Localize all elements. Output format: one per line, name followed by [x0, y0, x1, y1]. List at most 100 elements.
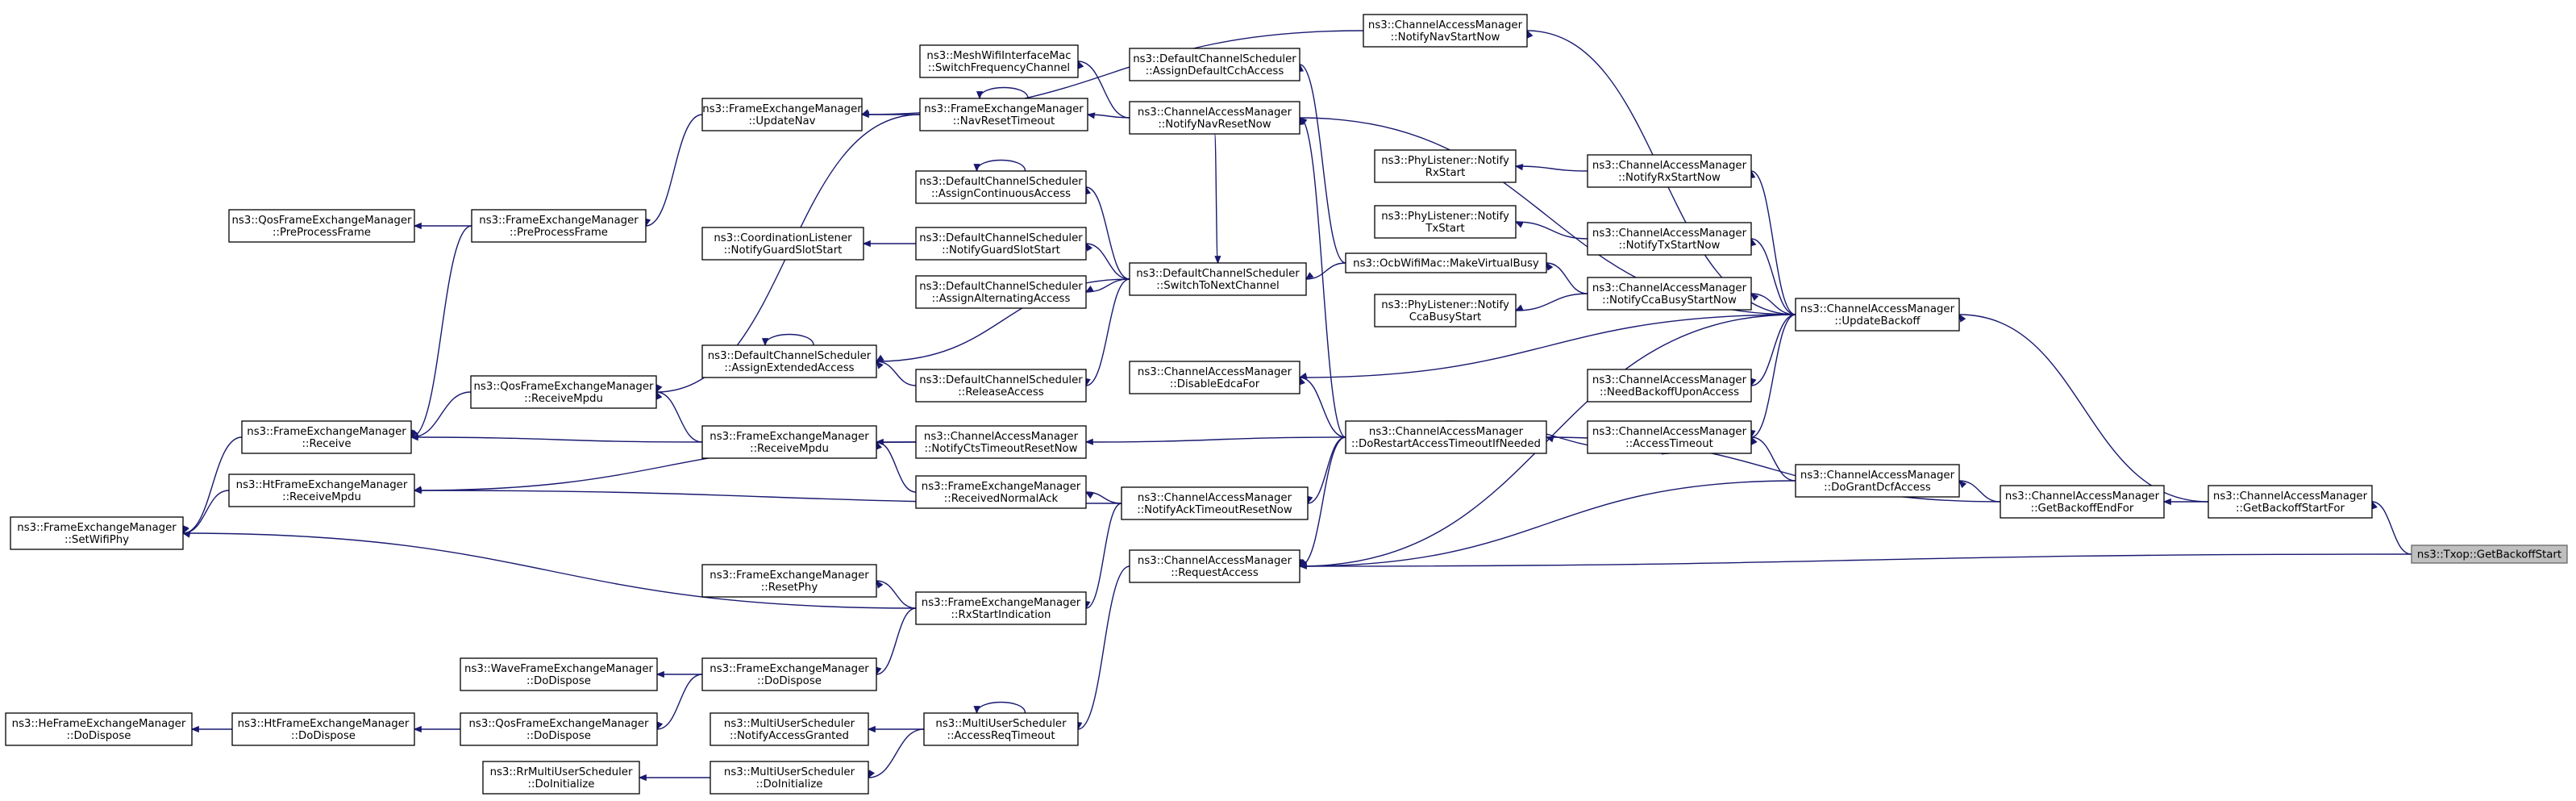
node-label-line: ns3::ChannelAccessManager	[924, 431, 1079, 443]
function-node-fem-receivempdu[interactable]: ns3::FrameExchangeManager::ReceiveMpdu	[701, 425, 877, 459]
call-edge	[182, 436, 243, 534]
function-node-dcs-switchtonext[interactable]: ns3::DefaultChannelScheduler::SwitchToNe…	[1129, 262, 1307, 296]
node-box	[471, 209, 647, 243]
function-node-fem-resetphy[interactable]: ns3::FrameExchangeManager::ResetPhy	[701, 564, 877, 598]
function-node-dcs-assignextended[interactable]: ns3::DefaultChannelScheduler::AssignExte…	[701, 344, 877, 378]
function-node-mus-notifyaccessgranted[interactable]: ns3::MultiUserScheduler::NotifyAccessGra…	[710, 712, 869, 746]
function-node-cam-notifyctstimeout[interactable]: ns3::ChannelAccessManager::NotifyCtsTime…	[915, 425, 1087, 459]
function-node-cam-notifyacktimeout[interactable]: ns3::ChannelAccessManager::NotifyAckTime…	[1121, 486, 1309, 520]
function-node-txop-getbackoffstart[interactable]: ns3::Txop::GetBackoffStart	[2411, 544, 2568, 564]
function-node-htfem-dodispose[interactable]: ns3::HtFrameExchangeManager::DoDispose	[231, 712, 415, 746]
node-box	[1345, 252, 1547, 273]
function-node-fem-setwifiphy[interactable]: ns3::FrameExchangeManager::SetWifiPhy	[10, 516, 184, 550]
function-node-phyl-notifyccabusy[interactable]: ns3::PhyListener::NotifyCcaBusyStart	[1374, 294, 1517, 327]
node-label-line: ::NotifyCtsTimeoutResetNow	[924, 443, 1077, 455]
node-box	[710, 712, 869, 746]
function-node-wavefem-dodispose[interactable]: ns3::WaveFrameExchangeManager::DoDispose	[460, 657, 658, 691]
node-label-line: ::NotifyTxStartNow	[1619, 240, 1721, 252]
node-box	[2411, 544, 2568, 564]
node-box	[231, 712, 415, 746]
function-node-coordl-notifyguard[interactable]: ns3::CoordinationListener::NotifyGuardSl…	[701, 227, 864, 261]
node-label-line: ::NotifyAccessGranted	[730, 730, 849, 742]
node-box	[1129, 361, 1300, 394]
function-node-fem-updatenav[interactable]: ns3::FrameExchangeManager::UpdateNav	[701, 98, 863, 131]
function-node-ocb-makevirtualbusy[interactable]: ns3::OcbWifiMac::MakeVirtualBusy	[1345, 252, 1547, 273]
function-node-qosfem-dodispose[interactable]: ns3::QosFrameExchangeManager::DoDispose	[460, 712, 658, 746]
call-edge	[1299, 117, 1346, 438]
function-node-dcs-releaseaccess[interactable]: ns3::DefaultChannelScheduler::ReleaseAcc…	[915, 369, 1087, 403]
function-node-cam-getbackoffendfor[interactable]: ns3::ChannelAccessManager::GetBackoffEnd…	[2000, 485, 2165, 519]
node-box	[1129, 101, 1300, 135]
node-box	[915, 369, 1087, 403]
edge-arrowhead	[973, 164, 980, 173]
function-node-phyl-notifytxstart[interactable]: ns3::PhyListener::NotifyTxStart	[1374, 205, 1517, 239]
function-node-cam-notifynavresetnow[interactable]: ns3::ChannelAccessManager::NotifyNavRese…	[1129, 101, 1300, 135]
function-node-rrmus-doinitialize[interactable]: ns3::RrMultiUserScheduler::DoInitialize	[482, 761, 640, 795]
call-edge	[1085, 436, 1346, 443]
function-node-hefem-dodispose[interactable]: ns3::HeFrameExchangeManager::DoDispose	[5, 712, 193, 746]
node-label-line: ns3::ChannelAccessManager	[2005, 490, 2160, 503]
node-label-line: ns3::ChannelAccessManager	[1369, 426, 1524, 438]
function-node-fem-navresettimeout[interactable]: ns3::FrameExchangeManager::NavResetTimeo…	[919, 98, 1088, 131]
function-node-mus-doinitialize[interactable]: ns3::MultiUserScheduler::DoInitialize	[710, 761, 869, 795]
node-box	[470, 375, 657, 409]
function-node-qosfem-preprocess[interactable]: ns3::QosFrameExchangeManager::PreProcess…	[228, 209, 415, 243]
call-edge	[1085, 278, 1130, 386]
function-node-htfem-receivempdu[interactable]: ns3::HtFrameExchangeManager::ReceiveMpdu	[228, 474, 415, 507]
node-box	[228, 474, 415, 507]
function-node-dcs-assignalternating[interactable]: ns3::DefaultChannelScheduler::AssignAlte…	[915, 275, 1087, 309]
node-box	[1795, 464, 1960, 498]
function-node-cam-dorestartaccess[interactable]: ns3::ChannelAccessManager::DoRestartAcce…	[1345, 420, 1547, 454]
edge-arrowhead	[410, 429, 418, 439]
node-label-line: ns3::ChannelAccessManager	[1368, 19, 1523, 31]
node-box	[1363, 14, 1528, 48]
function-node-cam-notifyccabusystartnow[interactable]: ns3::ChannelAccessManager::NotifyCcaBusy…	[1587, 277, 1752, 311]
call-edge	[976, 701, 1026, 714]
edge-arrowhead	[1514, 221, 1524, 228]
function-node-cam-notifynavstartnow[interactable]: ns3::ChannelAccessManager::NotifyNavStar…	[1363, 14, 1528, 48]
node-label-line: ns3::CoordinationListener	[714, 232, 852, 244]
node-label-line: CcaBusyStart	[1409, 311, 1482, 323]
function-node-cam-updatebackoff[interactable]: ns3::ChannelAccessManager::UpdateBackoff	[1795, 298, 1960, 332]
node-box	[701, 227, 864, 261]
function-node-cam-dograntdcf[interactable]: ns3::ChannelAccessManager::DoGrantDcfAcc…	[1795, 464, 1960, 498]
node-label-line: ::DoDispose	[67, 730, 131, 742]
function-node-dcs-assigndefaultcch[interactable]: ns3::DefaultChannelScheduler::AssignDefa…	[1129, 48, 1300, 81]
edge-arrowhead	[1514, 164, 1524, 171]
node-label-line: ::DoRestartAccessTimeoutIfNeeded	[1351, 438, 1541, 450]
node-label-line: ns3::MultiUserScheduler	[935, 718, 1067, 730]
edge-arrowhead	[1514, 304, 1524, 311]
edge-arrowhead	[1085, 242, 1093, 252]
node-layer: ns3::ChannelAccessManager::NotifyNavStar…	[5, 14, 2568, 795]
function-node-cam-accesstimeout[interactable]: ns3::ChannelAccessManager::AccessTimeout	[1587, 420, 1752, 454]
function-node-fem-preprocess[interactable]: ns3::FrameExchangeManager::PreProcessFra…	[471, 209, 647, 243]
function-node-phyl-notifyrxstart[interactable]: ns3::PhyListener::NotifyRxStart	[1374, 149, 1517, 183]
function-node-dcs-notifyguard[interactable]: ns3::DefaultChannelScheduler::NotifyGuar…	[915, 227, 1087, 261]
function-node-mesh-switchfreq[interactable]: ns3::MeshWifiInterfaceMac::SwitchFrequen…	[919, 44, 1079, 78]
function-node-mus-accessreqtimeout[interactable]: ns3::MultiUserScheduler::AccessReqTimeou…	[923, 712, 1079, 746]
node-box	[1374, 294, 1517, 327]
node-box	[1587, 369, 1752, 403]
node-box	[1587, 222, 1752, 256]
function-node-cam-notifyrxstartnow[interactable]: ns3::ChannelAccessManager::NotifyRxStart…	[1587, 154, 1752, 188]
function-node-cam-notifytxstartnow[interactable]: ns3::ChannelAccessManager::NotifyTxStart…	[1587, 222, 1752, 256]
node-label-line: ns3::WaveFrameExchangeManager	[464, 663, 653, 675]
call-edge	[1299, 377, 1346, 438]
node-label-line: ns3::FrameExchangeManager	[710, 569, 869, 582]
function-node-cam-getbackoffstartfor[interactable]: ns3::ChannelAccessManager::GetBackoffSta…	[2208, 485, 2373, 519]
node-label-line: ns3::PhyListener::Notify	[1381, 211, 1509, 223]
function-node-fem-receive[interactable]: ns3::FrameExchangeManager::Receive	[241, 420, 412, 454]
call-edge	[182, 532, 917, 609]
node-box	[1129, 262, 1307, 296]
function-node-fem-dodispose[interactable]: ns3::FrameExchangeManager::DoDispose	[701, 657, 877, 691]
call-edge	[1213, 133, 1219, 264]
node-box	[701, 657, 877, 691]
function-node-fem-rxstartindication[interactable]: ns3::FrameExchangeManager::RxStartIndica…	[915, 591, 1087, 625]
function-node-cam-requestaccess[interactable]: ns3::ChannelAccessManager::RequestAccess	[1129, 549, 1300, 583]
node-label-line: ::NotifyGuardSlotStart	[724, 244, 843, 257]
function-node-cam-needbackoff[interactable]: ns3::ChannelAccessManager::NeedBackoffUp…	[1587, 369, 1752, 403]
function-node-cam-disableedcafor[interactable]: ns3::ChannelAccessManager::DisableEdcaFo…	[1129, 361, 1300, 394]
function-node-qosfem-receivempdu[interactable]: ns3::QosFrameExchangeManager::ReceiveMpd…	[470, 375, 657, 409]
function-node-fem-receivednormalack[interactable]: ns3::FrameExchangeManager::ReceivedNorma…	[915, 475, 1087, 509]
function-node-dcs-assigncontinuous[interactable]: ns3::DefaultChannelScheduler::AssignCont…	[915, 170, 1087, 204]
